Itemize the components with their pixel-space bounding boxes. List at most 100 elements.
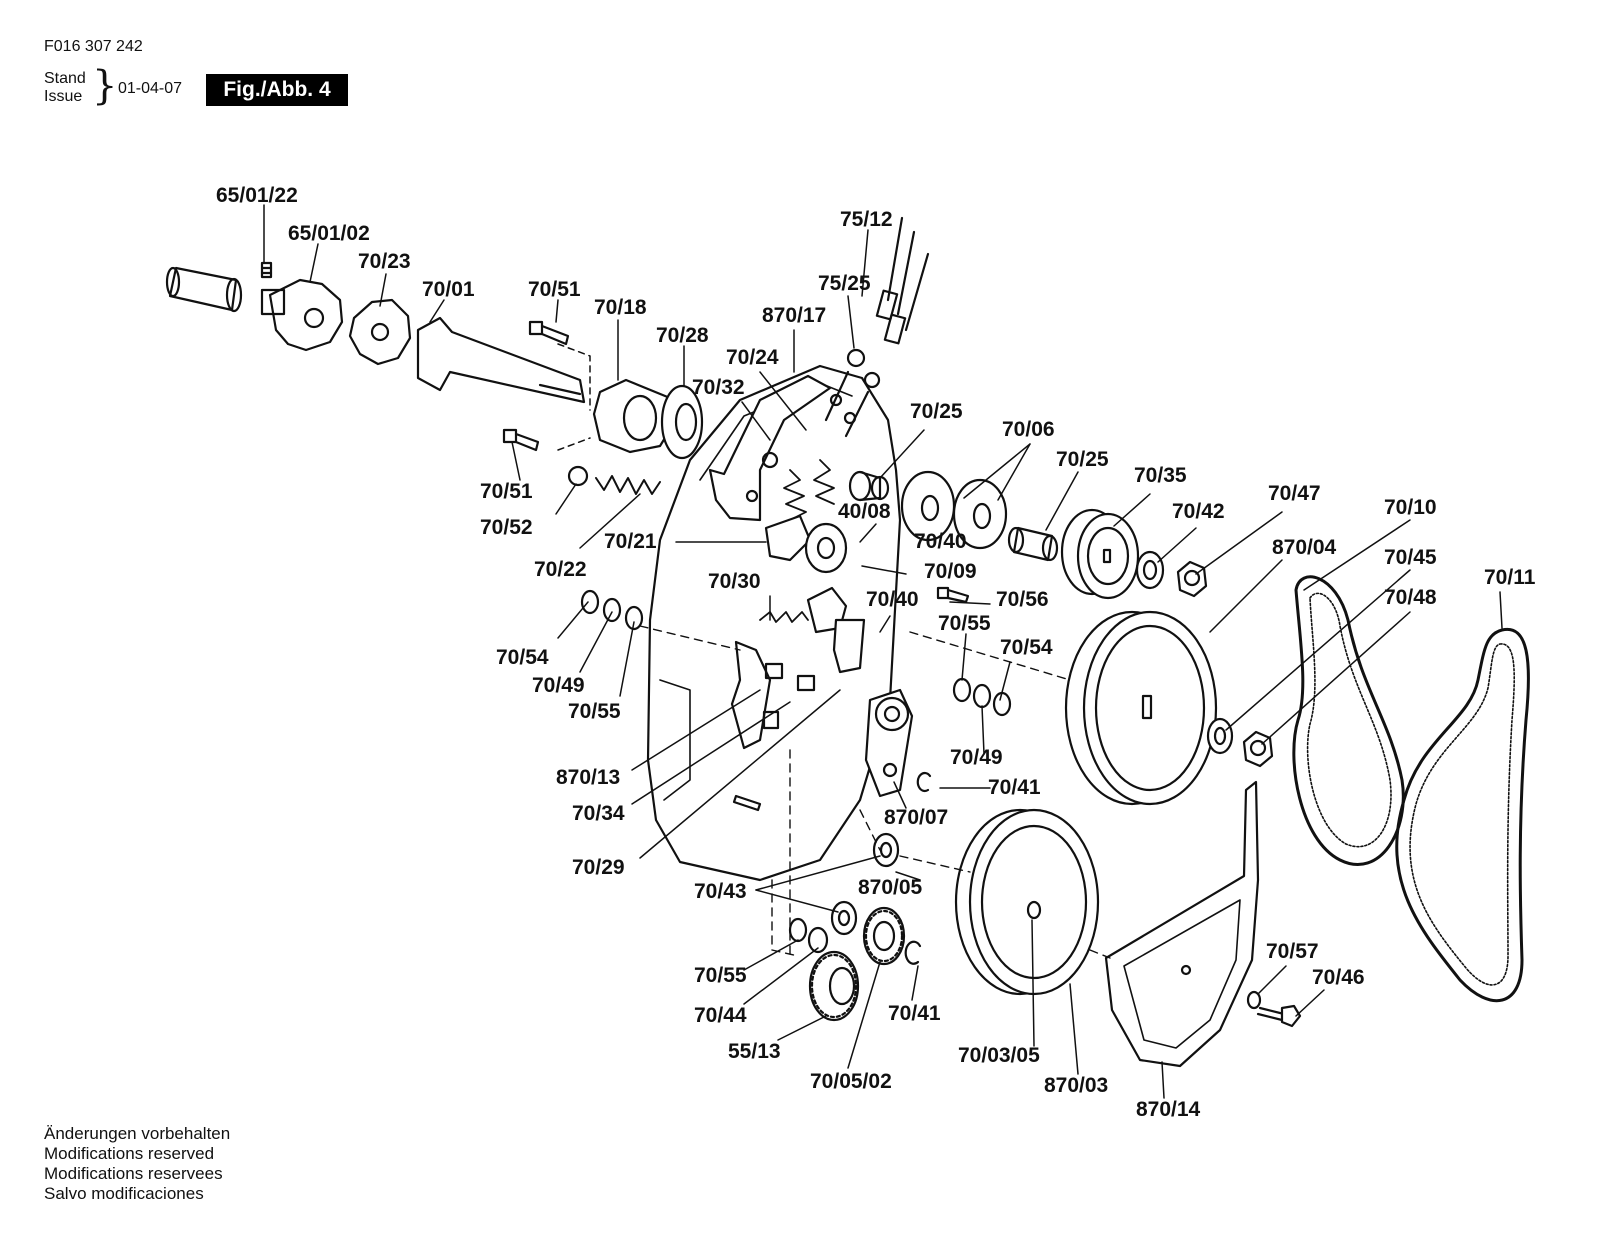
part-label: 70/23	[358, 250, 411, 273]
part-label: 70/03/05	[958, 1044, 1040, 1067]
part-label: 70/45	[1384, 546, 1437, 569]
part-label: 70/29	[572, 856, 625, 879]
part-label: 70/01	[422, 278, 475, 301]
part-label: 70/30	[708, 570, 761, 593]
part-label: 70/06	[1002, 418, 1055, 441]
washer-70-55-lower	[788, 917, 808, 943]
part-label: 70/47	[1268, 482, 1321, 505]
washer-70-45	[1206, 717, 1234, 755]
spacer-sleeve	[1007, 526, 1059, 562]
figure-label: Fig./Abb. 4	[206, 74, 348, 106]
note-line: Modifications reserved	[44, 1144, 215, 1163]
pulley-870-03	[954, 808, 1100, 996]
part-label: 70/57	[1266, 940, 1319, 963]
washer-70-43	[872, 832, 900, 868]
part-label: 55/13	[728, 1040, 781, 1063]
assembly-dashes	[639, 625, 1111, 961]
document-number: F016 307 242	[44, 38, 143, 55]
part-label: 70/51	[480, 480, 533, 503]
lever-assembly	[730, 514, 866, 812]
gear-55-13	[808, 950, 860, 1022]
part-label: 70/11	[1484, 566, 1536, 589]
part-label: 70/41	[988, 776, 1041, 799]
circlip-70-41-lower	[904, 940, 922, 965]
part-label: 70/56	[996, 588, 1049, 611]
rubber-coupling	[348, 298, 412, 366]
washer-trio-left	[580, 589, 644, 631]
note-line: Änderungen vorbehalten	[44, 1124, 231, 1143]
screw-lower	[502, 428, 540, 452]
part-label: 870/04	[1272, 536, 1337, 559]
part-label: 70/18	[594, 296, 647, 319]
bushing-70-25	[848, 470, 890, 502]
part-labels: 65/01/22 65/01/02 70/23 70/01 70/51 70/1…	[216, 184, 1536, 1121]
part-label: 70/51	[528, 278, 581, 301]
note-line: Modifications reservees	[44, 1164, 223, 1183]
part-label: 70/40	[914, 530, 967, 553]
large-pulley-870-04	[1064, 610, 1218, 806]
stand-label: Stand	[44, 70, 86, 87]
part-label: 65/01/22	[216, 184, 298, 207]
washer-70-57	[1246, 990, 1262, 1010]
screw-70-46	[1256, 1004, 1302, 1028]
issue-label: Issue	[44, 88, 83, 105]
idler-arm	[864, 688, 914, 798]
part-label: 75/25	[818, 272, 871, 295]
shaft-stub	[165, 266, 243, 313]
footer-notes: Änderungen vorbehalten Modifications res…	[44, 1124, 230, 1204]
part-label: 70/34	[572, 802, 625, 825]
part-label: 870/13	[556, 766, 620, 789]
part-label: 75/12	[840, 208, 893, 231]
part-label: 70/55	[694, 964, 747, 987]
screw-upper	[528, 320, 570, 346]
coupling-hub	[260, 278, 344, 352]
screw-70-56	[936, 586, 970, 604]
part-label: 70/25	[1056, 448, 1109, 471]
brace-glyph: }	[92, 63, 118, 109]
part-label: 70/49	[950, 746, 1003, 769]
set-screw	[260, 261, 273, 279]
belt-70-10	[1292, 575, 1405, 867]
part-label: 70/22	[534, 558, 587, 581]
washer-70-44	[807, 926, 829, 954]
part-label: 70/55	[938, 612, 991, 635]
part-label: 70/05/02	[810, 1070, 892, 1093]
part-label: 70/54	[496, 646, 549, 669]
part-label: 70/54	[1000, 636, 1053, 659]
washer-pair-70-06	[900, 470, 1008, 550]
part-label: 870/07	[884, 806, 948, 829]
gear-870-05	[862, 906, 906, 966]
part-label: 70/32	[692, 376, 745, 399]
part-label: 70/09	[924, 560, 977, 583]
part-label: 70/21	[604, 530, 657, 553]
note-line: Salvo modificaciones	[44, 1184, 204, 1203]
nut-small-52	[567, 465, 589, 487]
issue-date: 01-04-07	[118, 80, 183, 97]
part-label: 870/03	[1044, 1074, 1108, 1097]
control-cables	[824, 216, 930, 438]
bearing-flange	[592, 378, 678, 454]
part-label: 70/43	[694, 880, 747, 903]
nut-70-47	[1176, 560, 1208, 598]
part-label: 40/08	[838, 500, 891, 523]
part-label: 70/28	[656, 324, 709, 347]
part-label: 70/10	[1384, 496, 1437, 519]
part-label: 870/14	[1136, 1098, 1201, 1121]
part-label: 70/41	[888, 1002, 941, 1025]
alignment-line	[557, 343, 591, 451]
part-label: 70/48	[1384, 586, 1437, 609]
leader-lines	[263, 204, 1503, 1099]
part-label: 870/05	[858, 876, 923, 899]
part-label: 65/01/02	[288, 222, 370, 245]
washer-70-43b	[830, 900, 858, 936]
stand-issue-label: Stand Issue	[44, 70, 86, 106]
part-label: 70/44	[694, 1004, 747, 1027]
part-label: 70/40	[866, 588, 919, 611]
part-label: 70/55	[568, 700, 621, 723]
belt-guard-870-14	[1104, 780, 1260, 1068]
part-label: 870/17	[762, 304, 826, 327]
part-label: 70/49	[532, 674, 585, 697]
belt-70-11	[1395, 627, 1530, 1003]
main-shaft	[416, 316, 586, 404]
